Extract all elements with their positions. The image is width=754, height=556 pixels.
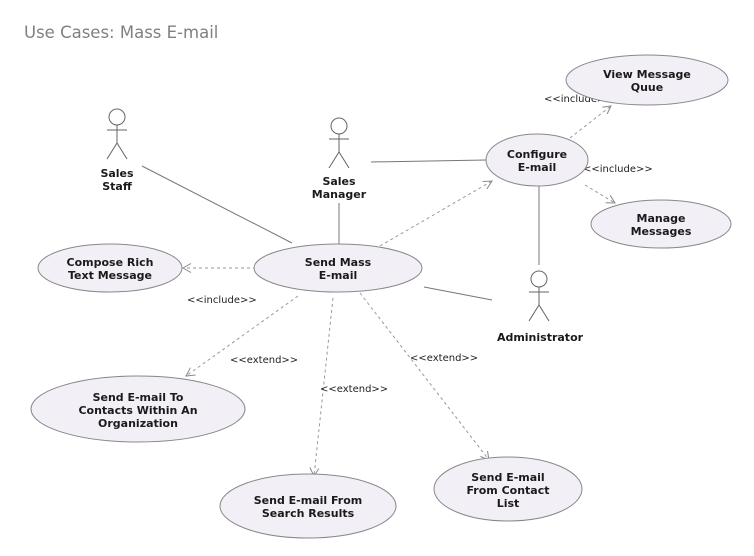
use-case-label-line: Compose Rich (67, 256, 154, 269)
actor-label-line: Staff (102, 180, 132, 193)
include-manage-arrow (584, 184, 616, 204)
use-case-label-line: Organization (98, 417, 178, 430)
actor-sales-manager[interactable]: Sales Manager (312, 117, 367, 201)
use-case-label-line: Configure (507, 148, 567, 161)
association-administrator-send-mass (423, 286, 493, 301)
association-sales-manager-configure (370, 159, 487, 163)
actor-label-line: Sales (100, 167, 134, 180)
use-case-compose-rich-text[interactable]: Compose Rich Text Message (37, 243, 183, 293)
use-case-label-line: List (497, 497, 520, 510)
diagram-title: Use Cases: Mass E-mail (24, 23, 218, 42)
use-case-label-line: Messages (631, 225, 692, 238)
extend-label-contact-list: <<extend>> (410, 353, 478, 364)
use-case-send-to-contacts-org[interactable]: Send E-mail To Contacts Within An Organi… (30, 375, 246, 443)
use-case-label-line: Send E-mail (471, 471, 544, 484)
stick-figure-icon (106, 108, 128, 160)
use-case-label-line: Contacts Within An (78, 404, 197, 417)
use-case-label-line: Manage (637, 212, 686, 225)
include-label-compose: <<include>> (187, 295, 257, 306)
use-case-view-message-queue[interactable]: View Message Quue (565, 54, 729, 106)
use-case-send-from-search[interactable]: Send E-mail From Search Results (219, 473, 397, 539)
use-case-label-line: E-mail (319, 269, 358, 282)
use-case-label-line: View Message (603, 68, 691, 81)
actor-label-line: Sales (322, 175, 356, 188)
use-case-label-line: Send Mass (305, 256, 372, 269)
include-label-view-queue: <<include>> (544, 94, 614, 105)
extend-label-search: <<extend>> (320, 384, 388, 395)
stick-figure-icon (528, 270, 550, 322)
extend-contacts-org-arrow (185, 295, 299, 377)
include-view-queue-arrow (569, 105, 612, 139)
use-case-send-mass-email[interactable]: Send Mass E-mail (253, 243, 423, 293)
extend-contact-list-arrow (359, 292, 490, 461)
actor-label-line: Administrator (497, 331, 584, 344)
stick-figure-icon (328, 117, 350, 169)
use-case-label-line: Text Message (68, 269, 152, 282)
use-case-configure-email[interactable]: Configure E-mail (485, 133, 589, 187)
dependency-send-mass-configure-arrow (379, 180, 493, 247)
actor-label-line: Manager (312, 188, 367, 201)
actor-administrator[interactable]: Administrator (497, 270, 584, 344)
use-case-label-line: Send E-mail To (93, 391, 184, 404)
include-compose-arrow (181, 263, 256, 273)
use-case-label-line: From Contact (466, 484, 549, 497)
use-case-label-line: Quue (631, 81, 663, 94)
use-case-label-line: E-mail (518, 161, 557, 174)
association-sales-staff-send-mass (141, 165, 293, 244)
include-label-manage: <<include>> (583, 164, 653, 175)
use-case-label-line: Send E-mail From (254, 494, 363, 507)
use-case-label-line: Search Results (262, 507, 355, 520)
extend-label-contacts-org: <<extend>> (230, 355, 298, 366)
use-case-send-from-contact-list[interactable]: Send E-mail From Contact List (433, 456, 583, 522)
use-case-manage-messages[interactable]: Manage Messages (590, 199, 732, 249)
actor-sales-staff[interactable]: Sales Staff (100, 108, 134, 193)
